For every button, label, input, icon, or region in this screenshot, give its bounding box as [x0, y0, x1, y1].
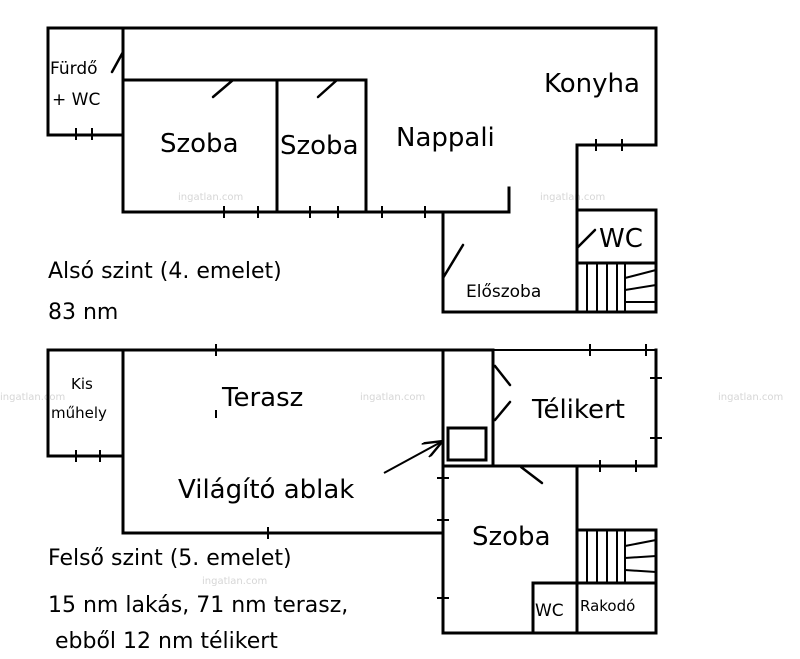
- wall: [46, 348, 445, 535]
- upper-floor-terrace-note: ebből 12 nm télikert: [55, 629, 278, 654]
- room-label-kitchen: Konyha: [544, 69, 640, 99]
- door: [519, 465, 544, 485]
- room-label-wc: WC: [535, 601, 564, 621]
- room-label-room: Szoba: [280, 131, 359, 161]
- watermark: ingatlan.com: [0, 392, 65, 403]
- skylight-arrow: [383, 442, 441, 474]
- room-label-winter-garden: Télikert: [531, 395, 625, 425]
- room-label-storage: Rakodó: [580, 597, 635, 615]
- lower-floor-caption: Alsó szint (4. emelet): [48, 259, 282, 284]
- wall: [46, 26, 658, 314]
- room-label-wc: WC: [599, 224, 643, 254]
- watermark: ingatlan.com: [202, 576, 267, 587]
- lower-floor-area: 83 nm: [48, 300, 118, 325]
- door: [575, 228, 597, 250]
- wall-ticks: [75, 128, 623, 218]
- skylight-window: [446, 426, 488, 462]
- door: [211, 78, 235, 99]
- upper-floor-area: 15 nm lakás, 71 nm terasz,: [48, 593, 348, 618]
- room-label-room: Szoba: [472, 522, 551, 552]
- door: [316, 78, 339, 99]
- staircase: [586, 263, 657, 312]
- wall-ticks: [75, 344, 662, 599]
- upper-floor-plan: Kis műhely Terasz Télikert Világító abla…: [46, 344, 662, 635]
- room-label-workshop: Kis: [71, 375, 93, 393]
- watermark: ingatlan.com: [540, 192, 605, 203]
- room-label-bath: Fürdő: [50, 59, 98, 79]
- room-label-bath: + WC: [52, 90, 100, 110]
- room-label-workshop: műhely: [51, 404, 107, 422]
- room-label-living-room: Nappali: [396, 123, 495, 153]
- door: [493, 400, 512, 422]
- room-label-room: Szoba: [160, 129, 239, 159]
- watermark: ingatlan.com: [178, 192, 243, 203]
- upper-floor-caption: Felső szint (5. emelet): [48, 546, 292, 571]
- room-label-terrace: Terasz: [221, 383, 303, 413]
- door: [493, 364, 512, 387]
- door: [441, 243, 465, 280]
- skylight-label: Világító ablak: [178, 475, 354, 505]
- watermark: ingatlan.com: [360, 392, 425, 403]
- watermark: ingatlan.com: [718, 392, 783, 403]
- door: [110, 50, 125, 74]
- room-label-hall: Előszoba: [466, 282, 541, 302]
- watermarks: ingatlan.com ingatlan.com ingatlan.com i…: [0, 192, 783, 587]
- lower-floor-plan: Fürdő + WC Szoba Szoba Nappali Konyha WC…: [46, 26, 658, 314]
- staircase: [586, 530, 657, 583]
